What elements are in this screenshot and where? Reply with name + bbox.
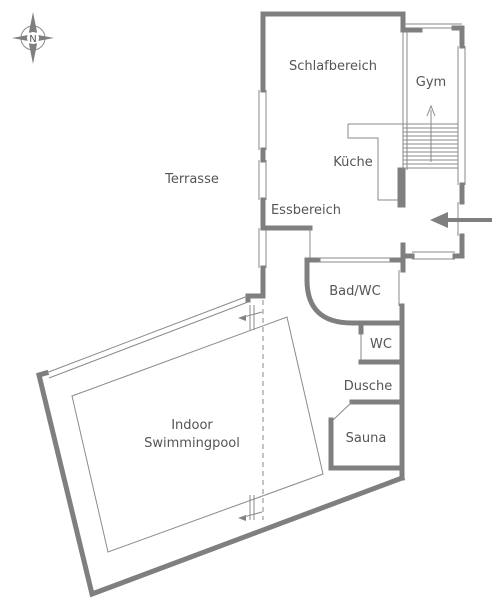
- room-label-terrasse: Terrasse: [164, 172, 219, 187]
- room-label-pool-line1: Indoor: [171, 418, 213, 433]
- room-label-kueche: Küche: [333, 155, 373, 170]
- room-label-essbereich: Essbereich: [271, 203, 341, 218]
- sauna-room: [328, 399, 405, 471]
- pool-basin: [71, 316, 324, 553]
- room-label-pool-line2: Swimmingpool: [144, 436, 240, 451]
- essbereich-partition: [263, 225, 313, 258]
- room-label-dusche: Dusche: [344, 379, 392, 394]
- room-label-wc: WC: [370, 337, 392, 352]
- entrance-arrow-icon: [430, 212, 492, 228]
- exterior-walls: [36, 11, 406, 598]
- wc-room: [358, 320, 405, 365]
- compass-north-icon: N: [12, 12, 54, 64]
- room-label-gym: Gym: [416, 75, 446, 90]
- gym-annex: [400, 23, 492, 260]
- room-label-bad-wc: Bad/WC: [329, 284, 380, 299]
- compass-letter: N: [29, 34, 36, 45]
- kitchen-counter: [347, 123, 403, 208]
- glazing-lines: [45, 90, 267, 521]
- bad-wc-room: [304, 257, 406, 326]
- room-label-schlafbereich: Schlafbereich: [289, 59, 377, 74]
- room-label-sauna: Sauna: [346, 431, 387, 446]
